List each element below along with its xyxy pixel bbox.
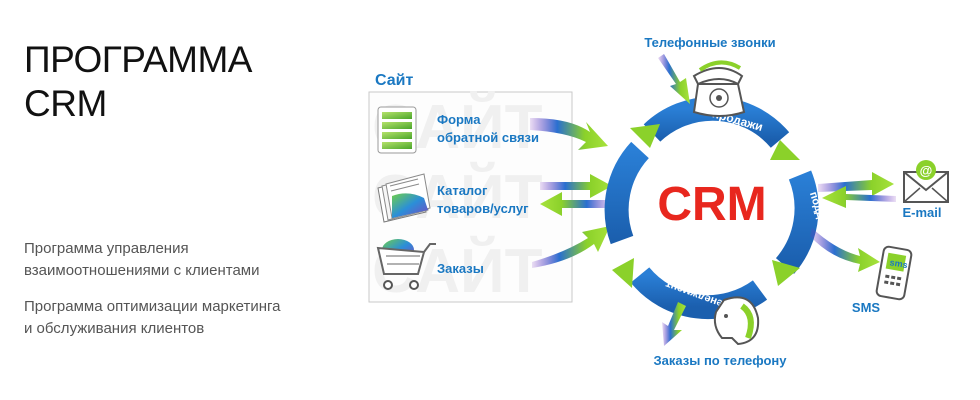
description-marketing-optimization: Программа оптимизации маркетинга и обслу… <box>24 296 281 340</box>
catalog-label-line-1: Каталог <box>437 183 488 198</box>
email-at-symbol: @ <box>920 163 933 178</box>
arrow-form-to-crm <box>530 118 608 150</box>
arrow-crm-sms <box>810 228 880 272</box>
arrow-crm-catalog-in <box>540 174 612 198</box>
arrow-phone-orders <box>662 302 686 346</box>
description-1-line-1: Программа управления <box>24 240 189 257</box>
arrow-phone-calls <box>658 54 690 104</box>
ring-arrowhead-marketing <box>630 124 660 148</box>
description-1-line-2: взаимоотношениями с клиентами <box>24 262 260 279</box>
ring-segment-marketing <box>604 141 650 245</box>
arrow-orders-to-crm <box>532 226 610 268</box>
catalog-icon <box>377 173 431 223</box>
form-icon <box>377 106 417 154</box>
catalog-label-line-2: товаров/услуг <box>437 201 529 216</box>
form-label-line-1: Форма <box>437 112 481 127</box>
ring-arrowhead-management <box>612 258 634 288</box>
orders-label: Заказы <box>437 261 484 276</box>
email-label: E-mail <box>902 205 941 220</box>
mobile-phone-icon: sms <box>875 245 913 301</box>
ring-arrowhead-support <box>772 260 800 286</box>
arrow-crm-catalog-out <box>540 192 612 216</box>
crm-center-label: CRM <box>657 178 766 231</box>
description-2-line-1: Программа оптимизации маркетинга <box>24 298 281 315</box>
envelope-icon: @ <box>903 160 949 203</box>
cart-icon <box>376 239 436 290</box>
form-label-line-2: обратной связи <box>437 130 539 145</box>
description-2-line-2: и обслуживания клиентов <box>24 320 205 337</box>
page-title: ПРОГРАММА CRM <box>24 38 252 126</box>
arrow-crm-email-out <box>818 172 894 196</box>
telephone-icon <box>692 60 746 117</box>
operator-head-icon <box>713 296 760 346</box>
ring-segment-support <box>775 170 819 274</box>
phone-calls-label: Телефонные звонки <box>644 35 775 50</box>
sms-label: SMS <box>852 300 881 315</box>
title-line-1: ПРОГРАММА <box>24 39 252 80</box>
ring-arrowhead-sales <box>770 140 800 160</box>
site-to-crm-arrows <box>530 118 612 268</box>
site-title: Сайт <box>375 72 413 89</box>
arrow-email-crm-in <box>822 186 896 208</box>
phone-orders-label: Заказы по телефону <box>654 353 788 368</box>
description-crm-relationships: Программа управления взаимоотношениями с… <box>24 238 259 282</box>
title-line-2: CRM <box>24 83 107 124</box>
sms-screen-text: sms <box>889 257 908 270</box>
